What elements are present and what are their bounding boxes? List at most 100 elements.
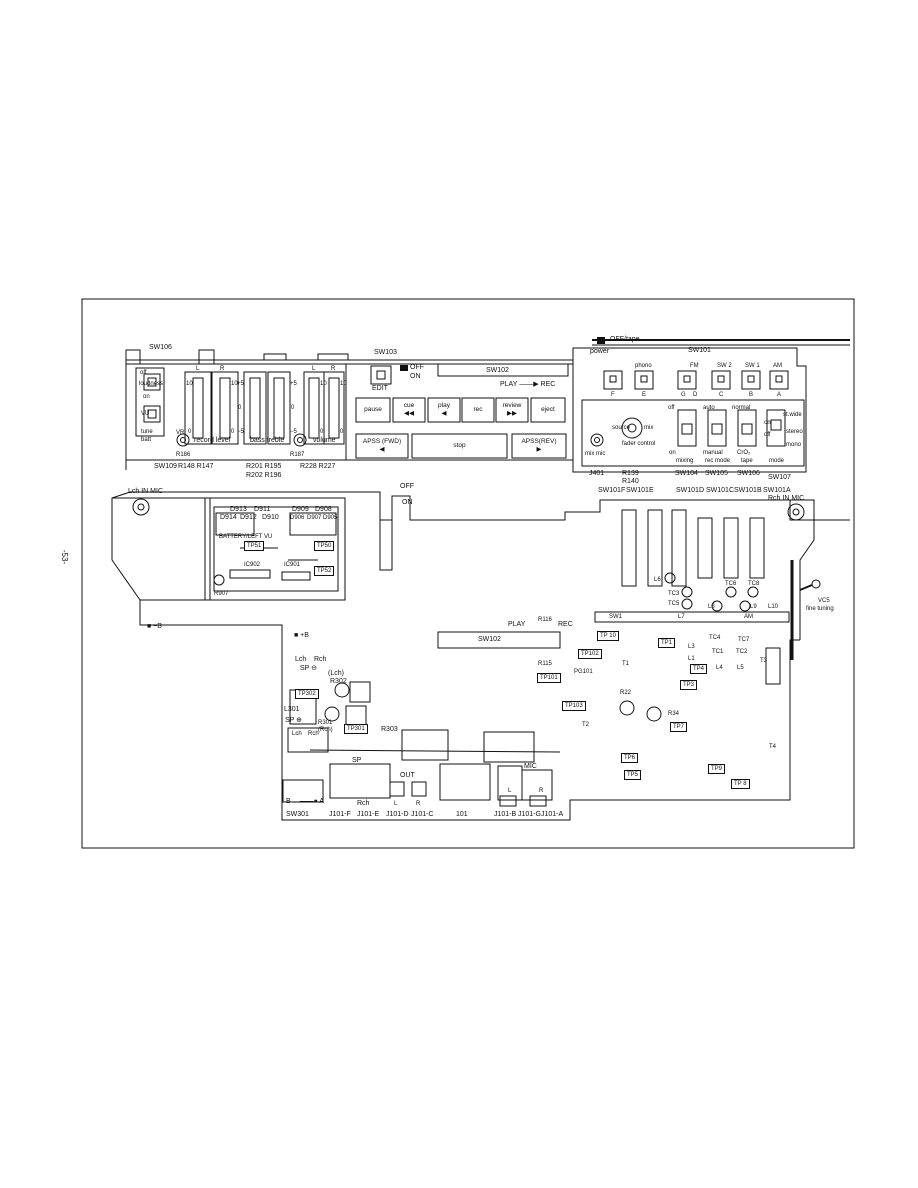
label-tp50: TP50	[314, 541, 335, 551]
label-tc1: TC1	[712, 649, 724, 655]
label-r187: R187	[290, 452, 305, 458]
label-rc-mode: mode	[769, 458, 785, 464]
label-sw2: SW 2	[717, 363, 732, 369]
label-sw101f: SW101F	[598, 487, 626, 494]
label-rc-cro2: CrO₂	[737, 450, 751, 456]
label-sw101e: SW101E	[626, 487, 654, 494]
label-j101f: J101-F	[329, 811, 351, 818]
label-rc-rec-mode: rec mode	[705, 458, 731, 464]
label-sw109: SW109	[154, 463, 177, 470]
label-l7: L7	[678, 614, 685, 620]
label-rc-off-b: off	[764, 432, 771, 438]
label-rc-tape: tape	[741, 458, 753, 464]
label-on: ON	[410, 373, 421, 380]
label-tp302: TP302	[295, 689, 319, 699]
label-mix-mic: mix mic	[585, 451, 606, 457]
label-sw106: SW106	[149, 344, 172, 351]
label-d906: D906	[290, 515, 305, 521]
label-g: G	[681, 392, 686, 398]
label-l10: L10	[768, 604, 779, 610]
label-l8: L8	[708, 604, 715, 610]
label-tp102: TP102	[578, 649, 602, 659]
label-slider-r2: R	[331, 366, 336, 372]
label-j101d: J101-D	[386, 811, 409, 818]
label-slider-0f: 0	[340, 429, 344, 435]
label-e: E	[642, 392, 647, 398]
label-rc-normal: normal	[732, 405, 751, 411]
label-tp10: TP 10	[597, 631, 619, 641]
label-rc-on-a: on	[764, 420, 771, 426]
label-l6: L6	[654, 577, 661, 583]
label-sp-plus: SP ⊕	[285, 717, 303, 724]
label-f: F	[611, 392, 615, 398]
label-d905: D905	[323, 515, 338, 521]
label-slider-l: L	[196, 366, 200, 372]
label-tc8: TC8	[748, 581, 760, 587]
label-sw101c: SW101C	[706, 487, 735, 494]
label-b-a: B ←——● A	[286, 798, 325, 805]
label-r302: R302	[330, 678, 347, 685]
label-d913: D913	[230, 506, 247, 513]
label-slider-0b: 0	[231, 429, 235, 435]
label-t3: T3	[760, 658, 768, 664]
label-slider-0a: 0	[188, 429, 192, 435]
rec-key: rec	[473, 406, 483, 413]
label-off-tape: OFF/tape	[610, 336, 640, 343]
cue-key: cue◀◀	[403, 402, 415, 417]
label-play-rec: PLAY ——▶ REC	[500, 381, 556, 388]
label-j101c: J101-C	[411, 811, 434, 818]
label-r301: R301	[318, 720, 333, 726]
label-r22: R22	[620, 690, 632, 696]
label-sw103: SW103	[374, 349, 397, 356]
label-phono: phono	[635, 363, 652, 369]
label-tp52: TP52	[314, 566, 335, 576]
label-tp4: TP4	[690, 664, 708, 674]
label-out-l: L	[394, 801, 398, 807]
label-r116: R116	[538, 617, 552, 623]
label-a: A	[777, 392, 782, 398]
label-batt: batt	[141, 437, 152, 443]
label-r186: R186	[176, 452, 191, 458]
label-tp301: TP301	[344, 724, 368, 734]
label-tp7: TP7	[670, 722, 688, 732]
label-tune: tune	[141, 429, 153, 435]
label-off-switch: off	[140, 370, 147, 376]
label-j101e: J101-E	[357, 811, 380, 818]
review-symbol: ▶▶	[507, 410, 517, 417]
label-j101g: J101-G	[518, 811, 541, 818]
label-mic: MIC	[524, 763, 537, 770]
label-tc7: TC7	[738, 637, 750, 643]
label-d912: D912	[240, 514, 257, 521]
label-tc6: TC6	[725, 581, 737, 587]
label-lch: Lch	[295, 656, 307, 663]
label-vr: VR	[176, 430, 185, 436]
label-l9: L9	[750, 604, 757, 610]
label-tc5: TC5	[668, 601, 680, 607]
label-ic901: IC901	[284, 562, 301, 568]
review-key: review▶▶	[502, 402, 522, 417]
label-tp51: TP51	[244, 541, 265, 551]
label-tc3: TC3	[668, 591, 680, 597]
label-record-level: record level	[194, 437, 231, 444]
label-tc2: TC2	[736, 649, 748, 655]
label-l301: L301	[284, 706, 300, 713]
label-t4: T4	[769, 744, 777, 750]
apss-rev-symbol: ▶	[536, 446, 542, 453]
label-l5: L5	[737, 665, 744, 671]
label-rc-off: off	[668, 405, 675, 411]
label-board-off: OFF	[400, 483, 414, 490]
label-tp5: TP5	[624, 770, 642, 780]
label-tp3: TP3	[680, 680, 698, 690]
label-fm: FM	[690, 363, 699, 369]
label-d909: D909	[292, 506, 309, 513]
label-sw105: SW105	[705, 470, 728, 477]
label-r140: R140	[622, 478, 639, 485]
label-d910: D910	[262, 514, 279, 521]
label-slider-10b: 10	[231, 381, 238, 387]
cue-symbol: ◀◀	[404, 410, 414, 417]
label-fader-control: fader control	[622, 441, 656, 447]
label-d907: D907	[307, 515, 322, 521]
label-rch-paren: (Rch)	[318, 727, 333, 733]
label-rc-mono: mono	[786, 442, 802, 448]
label-sw1-bar: SW1	[609, 614, 623, 620]
